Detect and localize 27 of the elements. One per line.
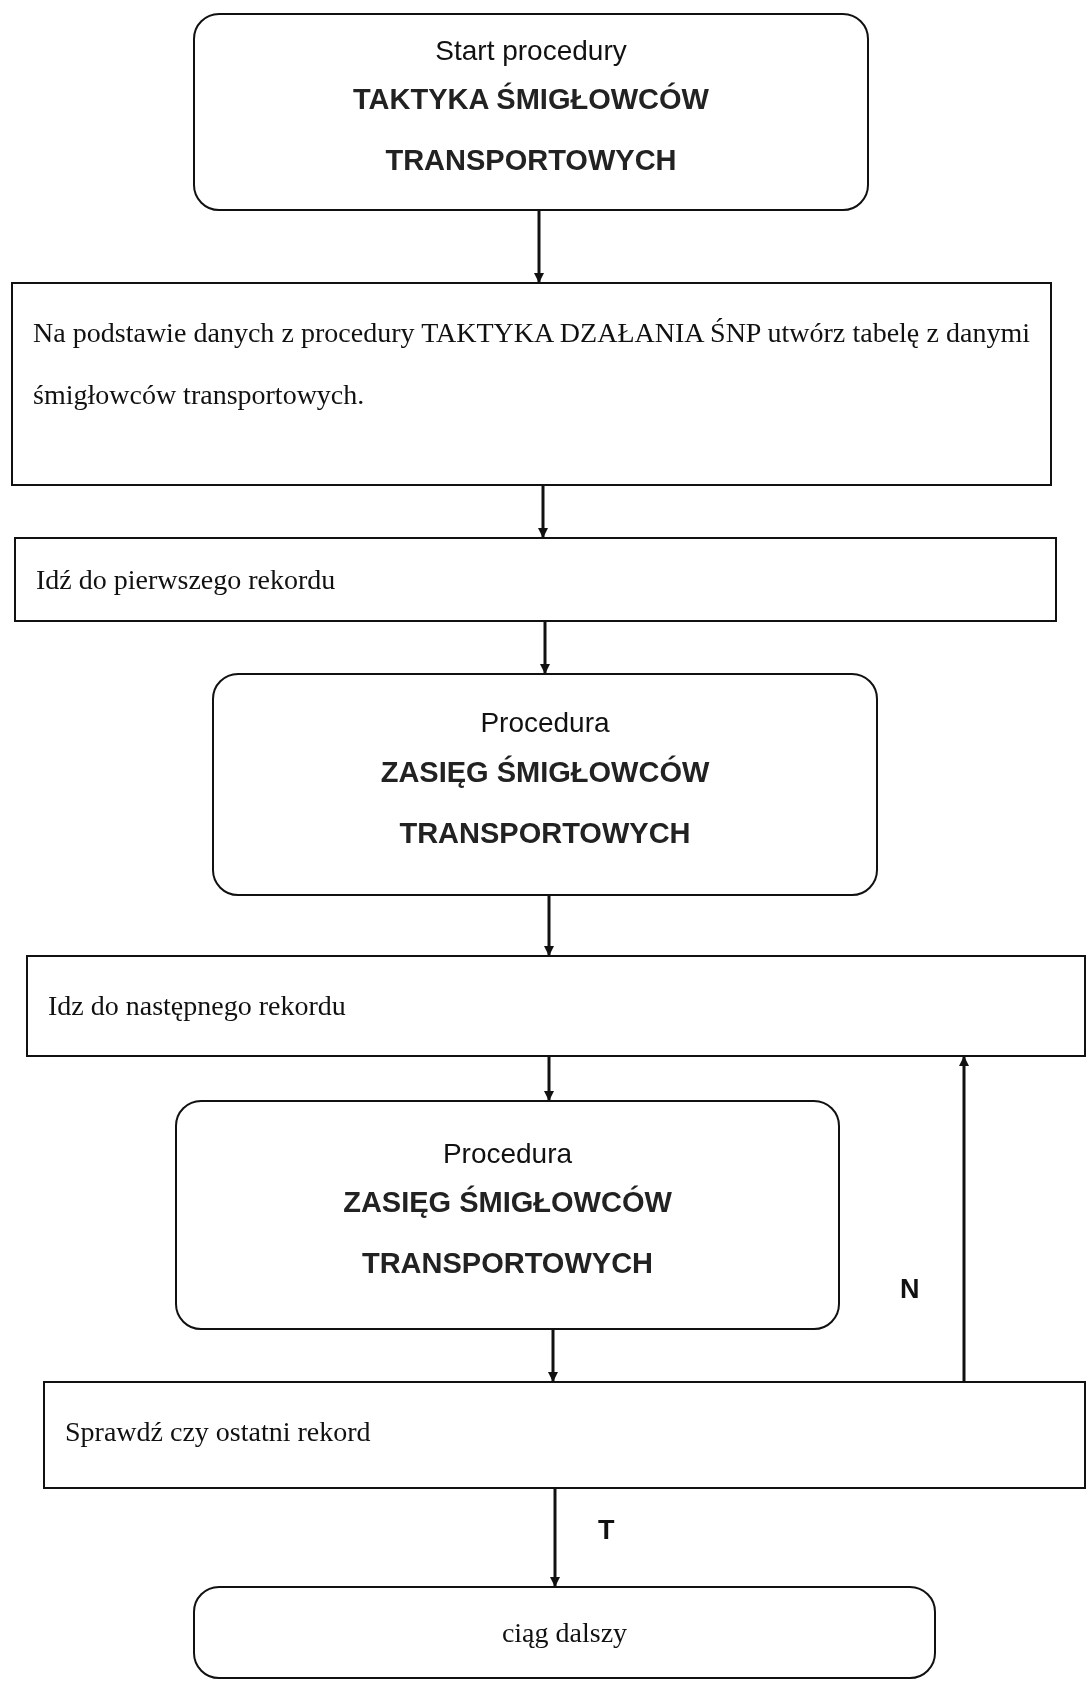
procedure-title: Procedura: [480, 706, 610, 741]
process-box: [14, 537, 1057, 622]
arrow: [959, 1056, 969, 1381]
arrow: [534, 211, 544, 283]
arrow: [544, 1057, 554, 1101]
step-text: Idz do następnego rekordu: [48, 989, 347, 1023]
arrow: [540, 622, 550, 674]
procedure-box: [175, 1100, 840, 1330]
step-text: Na podstawie danych z procedury TAKTYKA DZAŁANIA ŚNP utwórz tabelę z danymi śmigłowców transportowych.: [33, 316, 1030, 412]
procedure-title: Start procedury: [435, 33, 627, 68]
procedure-box: [193, 13, 869, 211]
step-text: Sprawdź czy ostatni rekord: [65, 1415, 372, 1449]
arrow: [548, 1330, 558, 1382]
procedure-title: Procedura: [442, 1136, 573, 1171]
procedure-box: [193, 1586, 936, 1679]
procedure-box: [212, 673, 878, 896]
arrow: [544, 896, 554, 956]
procedure-name: TAKTYKA ŚMIGŁOWCÓW TRANSPORTOWYCH: [352, 81, 710, 179]
process-box: [11, 282, 1052, 486]
step-text: Idź do pierwszego rekordu: [36, 562, 337, 597]
process-box: [26, 955, 1086, 1057]
arrow: [550, 1489, 560, 1587]
process-box: [43, 1381, 1086, 1489]
procedure-name: ZASIĘG ŚMIGŁOWCÓW TRANSPORTOWYCH: [379, 754, 711, 851]
step-text: ciąg dalszy: [501, 1615, 628, 1650]
procedure-name: ZASIĘG ŚMIGŁOWCÓW TRANSPORTOWYCH: [342, 1184, 673, 1282]
arrow: [538, 486, 548, 538]
